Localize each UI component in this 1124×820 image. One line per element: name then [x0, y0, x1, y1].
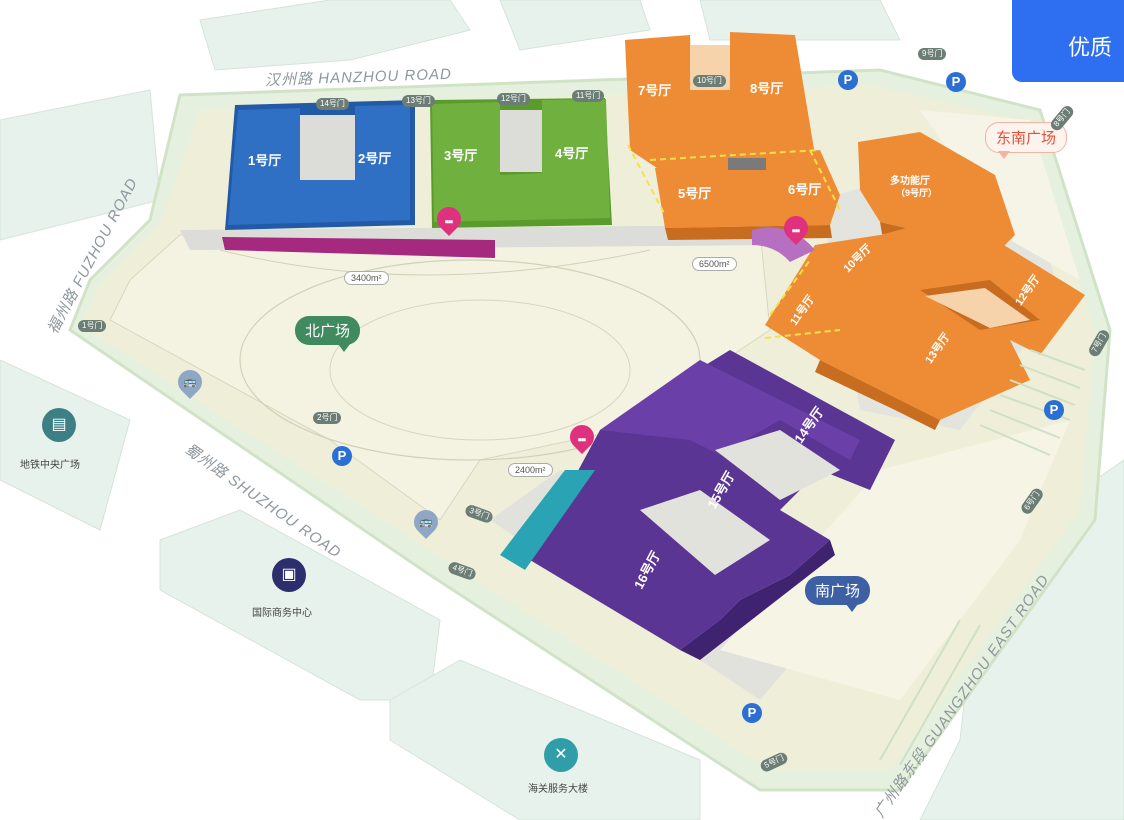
plaza-label-south: 南广场: [805, 576, 871, 612]
area-label-3400: 3400m²: [344, 271, 389, 285]
metro-icon[interactable]: ▤: [42, 408, 76, 442]
gate-badge-1: 1号门: [78, 320, 107, 332]
gate-badge-11: 11号门: [572, 90, 605, 102]
hall-label-multi: 多功能厅: [890, 176, 930, 187]
restaurant-pin-icon[interactable]: ⑉: [432, 202, 466, 236]
hall-label-7: 7号厅: [638, 83, 672, 98]
parking-icon: P: [1044, 400, 1064, 420]
area-label-2400: 2400m²: [508, 463, 553, 477]
hall-label-multi-sub: （9号厅）: [896, 188, 938, 198]
poi-label-business: 国际商务中心: [252, 608, 312, 619]
poi-label-customs: 海关服务大楼: [528, 784, 588, 795]
poi-label-metro: 地铁中央广场: [20, 460, 80, 471]
briefcase-icon[interactable]: ▣: [272, 558, 306, 592]
gate-badge-2: 2号门: [313, 412, 342, 424]
bus-stop-pin-icon[interactable]: 🚌: [409, 505, 443, 539]
parking-icon: P: [838, 70, 858, 90]
parking-icon: P: [332, 446, 352, 466]
restaurant-pin-icon[interactable]: ⑉: [565, 420, 599, 454]
area-label-6500: 6500m²: [692, 257, 737, 271]
hall-label-5: 5号厅: [678, 186, 712, 201]
hall-label-8: 8号厅: [750, 81, 784, 96]
plaza-label-north: 北广场: [295, 316, 361, 352]
hall-label-1: 1号厅: [248, 153, 282, 168]
hall-label-2: 2号厅: [358, 151, 392, 166]
tools-icon[interactable]: ✕: [544, 738, 578, 772]
gate-badge-14: 14号门: [316, 98, 349, 110]
hall-label-4: 4号厅: [555, 146, 589, 161]
parking-icon: P: [946, 72, 966, 92]
hall-label-6: 6号厅: [788, 182, 822, 197]
gate-badge-10: 10号门: [693, 75, 726, 87]
parking-icon: P: [742, 703, 762, 723]
hall-label-3: 3号厅: [444, 148, 478, 163]
gate-badge-12: 12号门: [497, 93, 530, 105]
gate-badge-9: 9号门: [918, 48, 947, 60]
top-right-button[interactable]: 优质: [1012, 0, 1124, 82]
restaurant-pin-icon[interactable]: ⑉: [779, 211, 813, 245]
gate-badge-13: 13号门: [402, 95, 435, 107]
bus-stop-pin-icon[interactable]: 🚌: [173, 365, 207, 399]
